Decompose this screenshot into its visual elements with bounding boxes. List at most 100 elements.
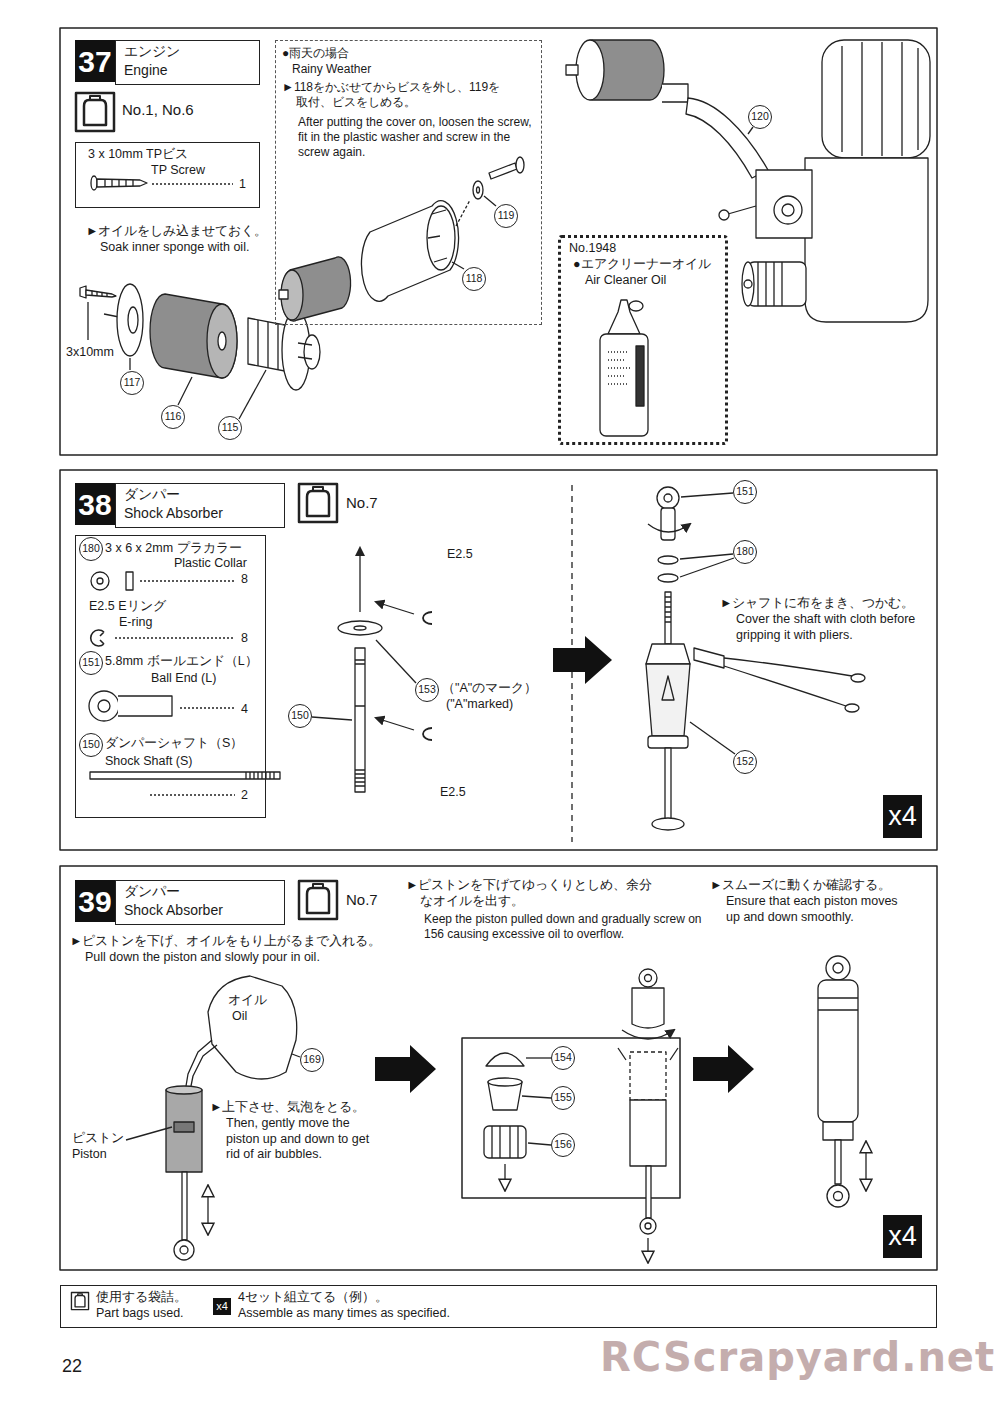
note-box: ●雨天の場合Rainy Weather ►118をかぶせてからビスを外し、119を… [275, 40, 542, 325]
step-title-text: ダンパー [124, 883, 180, 901]
callout-number: 152 [733, 750, 758, 775]
instruction-text: ►ピストンを下げてゆっくりとしめ、余分なオイルを出す。 [406, 878, 662, 909]
callout-number-text: 151 [82, 657, 100, 669]
callout-number: 180 [733, 540, 758, 565]
part-name: E2.5 [440, 785, 466, 801]
repeat-badge: x4 [883, 1215, 922, 1258]
callout-number-text: 150 [291, 710, 309, 722]
callout-number-text: 117 [124, 377, 141, 389]
note-box-text: Rainy Weather [292, 62, 371, 77]
callout-number-text: 116 [165, 411, 182, 423]
callout-number-text: 156 [554, 1139, 572, 1151]
callout-number-text: 115 [222, 422, 239, 434]
instruction-text: Pull down the piston and slowly pour in … [85, 950, 320, 966]
callout-number-text: 151 [736, 486, 754, 498]
instruction-text: ►オイルをしみ込ませておく。 [86, 224, 267, 240]
part-name: Oil [232, 1009, 247, 1025]
bag-number: No.1, No.6 [122, 101, 194, 120]
parts-list-text: 2 [241, 788, 248, 804]
part-note: ("A"marked) [446, 697, 513, 713]
parts-list-text: 3 x 10mm TPビス [88, 147, 188, 163]
step-number-text: 38 [78, 488, 111, 521]
bag-number: No.7 [346, 891, 378, 910]
parts-list-text: 3 x 6 x 2mm プラカラー [105, 541, 242, 557]
part-note: （"A"のマーク） [442, 681, 537, 697]
parts-list: 3 x 6 x 2mm プラカラーPlastic Collar8E2.5 Eリン… [75, 535, 266, 818]
callout-number-text: 153 [418, 684, 436, 696]
callout-number-text: 118 [466, 273, 483, 285]
callout-number-text: 152 [736, 756, 754, 768]
parts-list: 3 x 10mm TPビスTP Screw 1 [75, 142, 260, 208]
oil-box-text: Air Cleaner Oil [585, 273, 666, 289]
callout-number: 115 [218, 416, 242, 440]
part-name: オイル [228, 993, 267, 1009]
part-name: E2.5 [447, 547, 473, 563]
step-number: 38 [75, 483, 115, 525]
instruction-text: ►シャフトに布をまき、つかむ。 [720, 596, 914, 612]
step-title-text: Shock Absorber [124, 902, 223, 920]
callout-number: 156 [551, 1133, 576, 1158]
parts-list-text: Shock Shaft (S) [105, 754, 193, 770]
parts-list-text: 8 [241, 631, 248, 647]
step-title: ダンパーShock Absorber [115, 880, 285, 925]
step-number-text: 37 [78, 45, 111, 78]
callout-number: 118 [462, 267, 486, 291]
instruction-text: Cover the shaft with cloth before grippi… [736, 612, 932, 643]
bag-number: No.7 [346, 494, 378, 513]
oil-box: No.1948●エアクリーナーオイルAir Cleaner Oil [558, 235, 728, 445]
step-title-text: エンジン [124, 43, 180, 61]
part-dimension: 3x10mm [66, 345, 114, 361]
step-number: 39 [75, 880, 115, 922]
step-title: ダンパーShock Absorber [115, 483, 285, 528]
callout-number: 154 [551, 1046, 576, 1071]
parts-list-text: Plastic Collar [174, 556, 247, 572]
legend-box-text: 使用する袋詰。 [96, 1290, 187, 1306]
parts-list-text: 5.8mm ボールエンド（L） [105, 654, 258, 670]
repeat-badge-text: x4 [888, 802, 917, 832]
step-title-text: Engine [124, 62, 168, 80]
callout-number: 180 [79, 537, 104, 562]
parts-list-text: ダンパーシャフト（S） [105, 736, 243, 752]
step-title-text: Shock Absorber [124, 505, 223, 523]
instruction-text: Soak inner sponge with oil. [100, 240, 249, 256]
callout-number: 150 [79, 733, 104, 758]
parts-list-text: 1 [239, 177, 246, 193]
callout-number-text: 180 [736, 546, 754, 558]
oil-box-text: ●エアクリーナーオイル [573, 257, 711, 273]
page-number: 22 [62, 1355, 82, 1378]
legend-box: 使用する袋詰。Part bags used. 4セット組立てる（例）。Assemb… [60, 1285, 937, 1328]
watermark: RCScrapyard.net [600, 1332, 995, 1382]
callout-number: 151 [733, 480, 758, 505]
legend-box-text: Part bags used. [96, 1306, 184, 1322]
callout-number-text: 150 [82, 739, 100, 751]
callout-number: 116 [161, 405, 185, 429]
note-box-text: After putting the cover on, loosen the s… [298, 115, 534, 160]
parts-list-text: E2.5 Eリング [89, 599, 166, 615]
repeat-badge: x4 [883, 795, 922, 838]
callout-number: 153 [415, 678, 440, 703]
instruction-text: Then, gently move the piston up and down… [226, 1116, 374, 1163]
instruction-text: ►上下させ、気泡をとる。 [210, 1100, 365, 1116]
legend-box-text: Assemble as many times as specified. [238, 1306, 450, 1322]
part-name: ピストン [72, 1131, 124, 1147]
note-box-text: ►118をかぶせてからビスを外し、119を取付、ビスをしめる。 [282, 80, 508, 110]
repeat-badge-text: x4 [216, 1300, 228, 1312]
parts-list-text: E-ring [119, 615, 152, 631]
callout-number: 117 [120, 371, 144, 395]
callout-number-text: 155 [554, 1092, 572, 1104]
note-box-text: ●雨天の場合 [282, 46, 349, 61]
oil-box-text: No.1948 [569, 241, 616, 257]
callout-number: 120 [748, 105, 773, 130]
part-name: Piston [72, 1147, 107, 1163]
repeat-badge-text: x4 [888, 1222, 917, 1252]
callout-number-text: 120 [751, 111, 769, 123]
legend-box-text: 4セット組立てる（例）。 [238, 1290, 388, 1306]
instruction-text: ►スムーズに動くか確認する。 [710, 878, 891, 894]
instruction-text: Keep the piston pulled down and graduall… [424, 912, 704, 942]
callout-number: 169 [300, 1048, 325, 1073]
parts-list-text: TP Screw [151, 163, 205, 179]
instruction-text: Ensure that each piston moves up and dow… [726, 894, 902, 925]
callout-number: 119 [494, 204, 518, 228]
callout-number-text: 154 [554, 1052, 572, 1064]
parts-list-text: 8 [241, 572, 248, 588]
